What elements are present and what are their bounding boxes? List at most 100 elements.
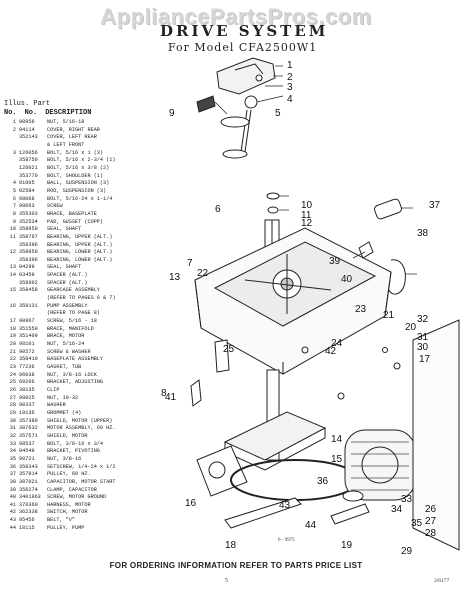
part-description: BEARING, UPPER (ALT.) bbox=[47, 233, 113, 240]
callout-36: 36 bbox=[317, 476, 329, 487]
part-number: 387632 bbox=[19, 425, 38, 432]
item-number bbox=[4, 295, 19, 303]
part-number: 98025 bbox=[19, 394, 35, 401]
callout-3: 3 bbox=[287, 82, 293, 93]
item-number: 10 bbox=[9, 226, 16, 233]
part-number: 90572 bbox=[19, 348, 35, 355]
item-number: 1 bbox=[12, 119, 16, 125]
callout-30: 30 bbox=[417, 342, 429, 353]
part-description: BEARING, UPPER (ALT.) bbox=[47, 241, 113, 248]
part-description: (REFER TO PAGE 8) bbox=[47, 310, 100, 317]
part-number: 362338 bbox=[19, 509, 38, 516]
page-number: 5 bbox=[225, 578, 228, 584]
item-number bbox=[4, 157, 19, 165]
callout-1: 1 bbox=[287, 60, 293, 71]
part-number: 126021 bbox=[19, 164, 38, 171]
item-number: 39 bbox=[9, 486, 16, 493]
item-number: 27 bbox=[9, 394, 16, 401]
callout-17: 17 bbox=[419, 354, 431, 365]
part-number: 92584 bbox=[19, 187, 35, 194]
item-number: 6 bbox=[12, 195, 16, 202]
callout-12: 12 bbox=[301, 218, 313, 229]
item-number: 29 bbox=[9, 409, 16, 416]
item-number: 28 bbox=[9, 402, 16, 409]
part-number: 357389 bbox=[19, 417, 38, 424]
callout-38: 38 bbox=[417, 228, 429, 239]
part-description: SEAL, SHAFT bbox=[47, 226, 82, 233]
part-description: GASKET, TUB bbox=[47, 364, 82, 370]
part-description: BRACKET, ADJUSTING bbox=[47, 379, 104, 386]
item-number: 16 bbox=[9, 302, 16, 309]
part-description: PAD, GUSSET (COPP) bbox=[47, 218, 104, 225]
part-description: SETSCREW, 1/4-24 x 1/2 bbox=[47, 463, 116, 470]
part-number bbox=[19, 310, 47, 318]
part-number: 358410 bbox=[19, 356, 38, 363]
part-description: NUT, 3/8-16 LOCK bbox=[47, 371, 97, 378]
part-description: CLAMP, CAPACITOR bbox=[47, 486, 97, 493]
item-number: 24 bbox=[9, 371, 16, 378]
part-description: GROMMET (4) bbox=[47, 409, 82, 416]
part-number: 357571 bbox=[19, 432, 38, 439]
ordering-info-footer: FOR ORDERING INFORMATION REFER TO PARTS … bbox=[109, 561, 363, 570]
callout-25: 25 bbox=[223, 344, 235, 355]
callout-22: 22 bbox=[197, 268, 209, 279]
item-number: 11 bbox=[9, 233, 16, 240]
callout-18: 18 bbox=[225, 540, 237, 551]
part-number: 98063 bbox=[19, 203, 35, 210]
item-number: 9 bbox=[12, 218, 16, 225]
part-number: 90721 bbox=[19, 455, 35, 462]
parts-list-row: (REFER TO PAGE 8) bbox=[4, 310, 154, 318]
item-number: 7 bbox=[12, 203, 16, 210]
parts-list-row: (REFER TO PAGES 6 & 7) bbox=[4, 295, 154, 303]
document-code: 3/6177 bbox=[434, 578, 450, 584]
item-number: 38 bbox=[9, 478, 16, 485]
item-number bbox=[4, 280, 19, 288]
part-description: BOLT, 5/16 x 2-3/4 (1) bbox=[47, 157, 116, 164]
part-description: BOLT, SHOULDER (1) bbox=[47, 172, 104, 179]
part-number bbox=[19, 142, 47, 150]
part-number: 19136 bbox=[19, 409, 35, 416]
item-number: 37 bbox=[9, 471, 16, 478]
part-description: CLIP bbox=[47, 386, 60, 393]
part-description: SWITCH, MOTOR bbox=[47, 509, 88, 516]
part-number: 359131 bbox=[19, 302, 38, 309]
item-number: 14 bbox=[9, 272, 16, 279]
item-number: 33 bbox=[9, 440, 16, 447]
part-description: SCREW & WASHER bbox=[47, 348, 91, 355]
part-description: PULLEY, 60 HZ. bbox=[47, 471, 91, 478]
part-number: 90867 bbox=[19, 318, 35, 325]
part-number: 94299 bbox=[19, 264, 35, 271]
item-number: 2 bbox=[12, 126, 16, 133]
part-description: BALL, SUSPENSION (3) bbox=[47, 180, 110, 187]
part-number: 352143 bbox=[19, 134, 38, 141]
callout-29: 29 bbox=[401, 546, 413, 557]
item-number bbox=[4, 165, 19, 173]
callout-20: 20 bbox=[405, 322, 417, 333]
